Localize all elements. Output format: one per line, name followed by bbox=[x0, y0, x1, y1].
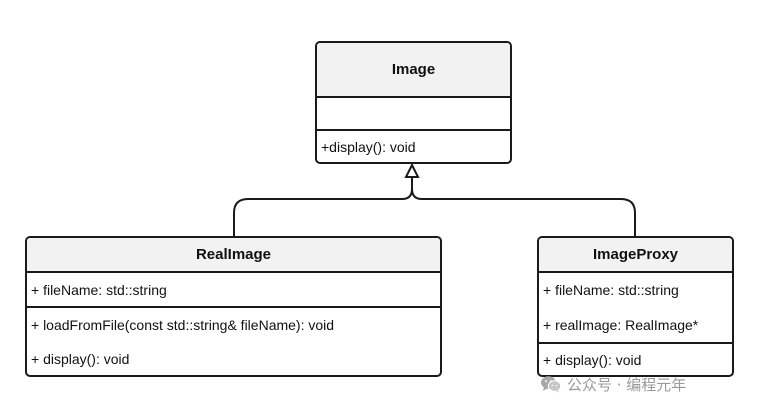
class-imageproxy-attributes: + fileName: std::string + realImage: Rea… bbox=[539, 273, 732, 342]
generalization-arrowhead bbox=[404, 162, 420, 178]
imageproxy-inheritance-line bbox=[411, 188, 636, 237]
class-realimage-method: + display(): void bbox=[31, 350, 130, 367]
watermark: 公众号 · 编程元年 bbox=[540, 374, 686, 394]
class-realimage-attribute: + fileName: std::string bbox=[31, 281, 167, 298]
class-image: Image +display(): void bbox=[315, 41, 512, 164]
class-image-name: Image bbox=[317, 43, 510, 98]
class-realimage-name: RealImage bbox=[27, 238, 440, 273]
wechat-icon bbox=[541, 376, 562, 393]
class-imageproxy: ImageProxy + fileName: std::string + rea… bbox=[537, 236, 734, 377]
class-imageproxy-name: ImageProxy bbox=[539, 238, 732, 273]
watermark-text: 公众号 · 编程元年 bbox=[567, 375, 687, 394]
class-realimage-methods: + loadFromFile(const std::string& fileNa… bbox=[27, 306, 440, 375]
class-image-methods: +display(): void bbox=[317, 129, 510, 162]
realimage-inheritance-line bbox=[233, 177, 413, 237]
class-image-attributes bbox=[317, 98, 510, 129]
class-imageproxy-attribute: + fileName: std::string bbox=[543, 282, 679, 298]
class-realimage-method: + loadFromFile(const std::string& fileNa… bbox=[31, 317, 335, 333]
class-imageproxy-methods: + display(): void bbox=[539, 342, 732, 375]
class-imageproxy-attribute: + realImage: RealImage* bbox=[543, 316, 699, 333]
class-image-method: +display(): void bbox=[321, 138, 416, 155]
class-imageproxy-method: + display(): void bbox=[543, 351, 642, 368]
class-realimage: RealImage + fileName: std::string + load… bbox=[25, 236, 442, 377]
class-realimage-attributes: + fileName: std::string bbox=[27, 273, 440, 306]
